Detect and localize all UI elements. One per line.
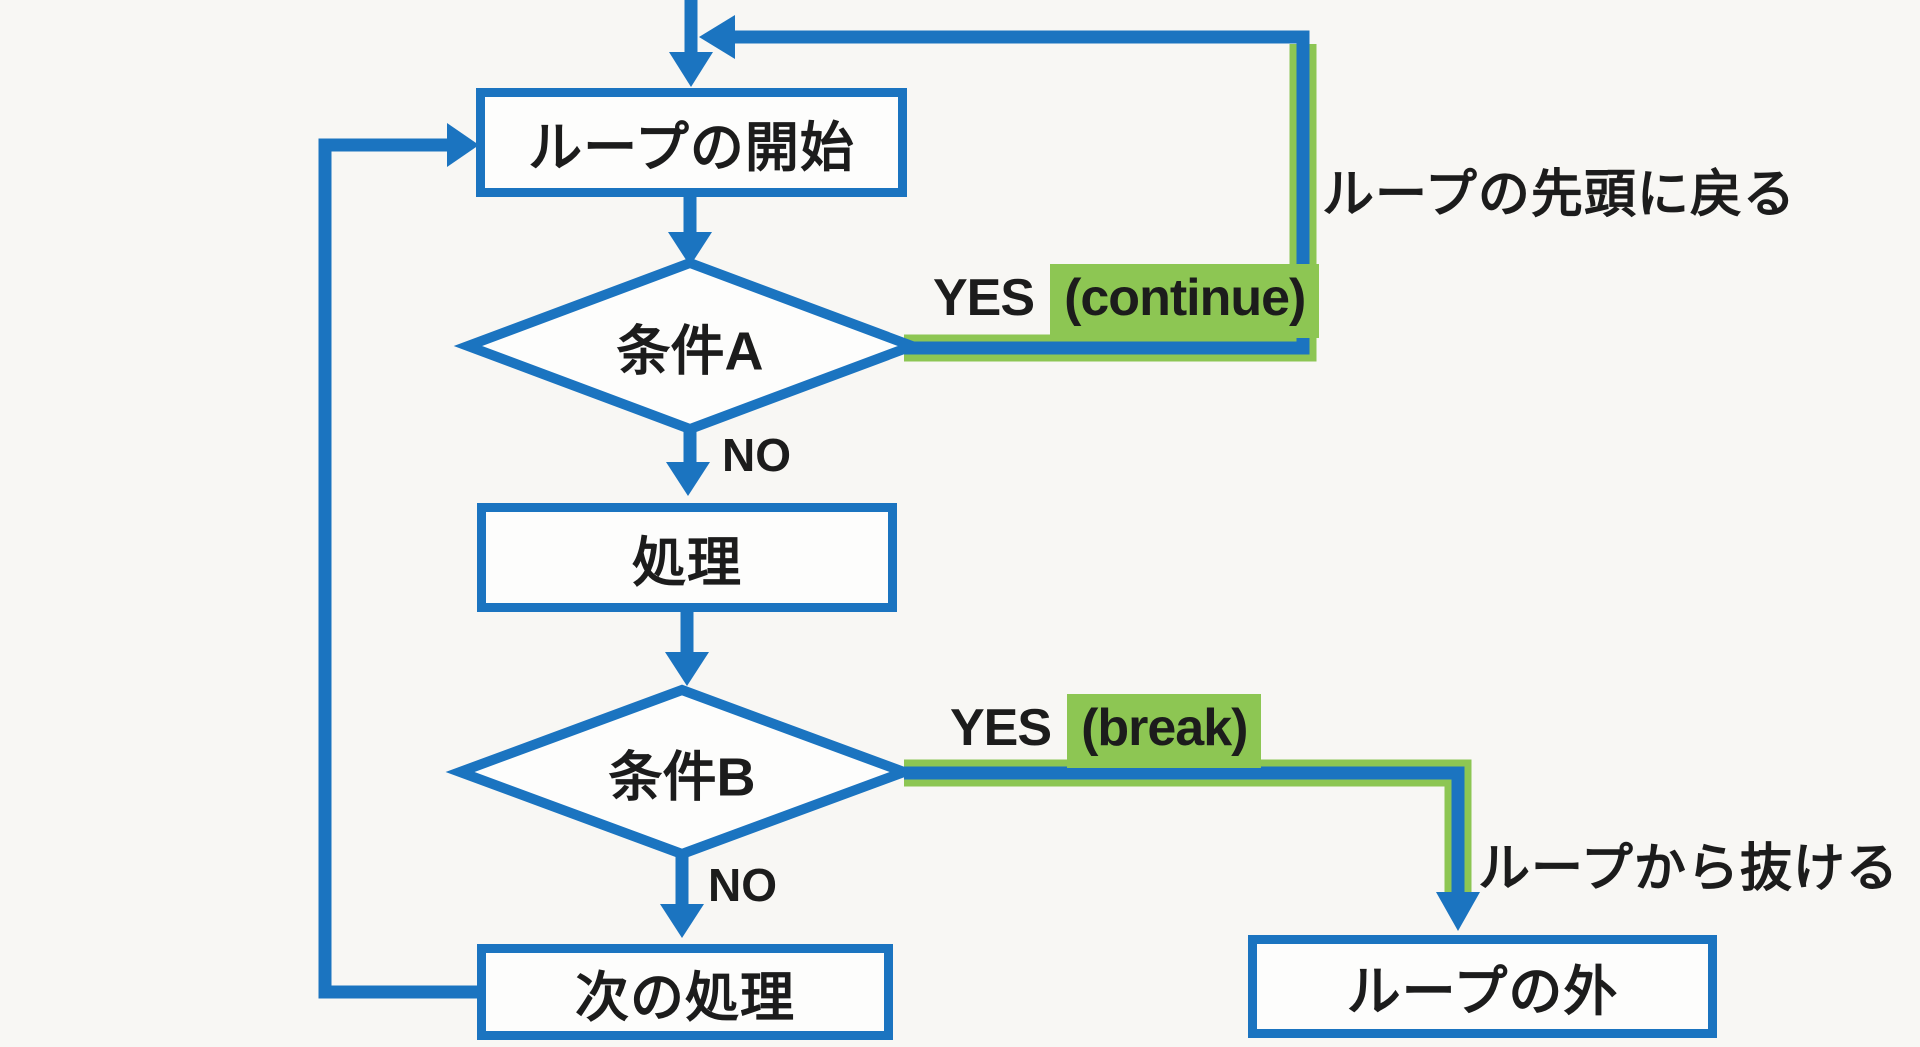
process-to-condition-b-arrowhead	[665, 652, 709, 686]
condition-b-to-next-arrowhead	[660, 904, 704, 938]
start-to-condition-a-arrowhead	[668, 232, 712, 266]
node-loop-start: ループの開始	[476, 88, 907, 197]
break-path-arrowhead	[1436, 892, 1480, 931]
node-next-process: 次の処理	[477, 944, 893, 1040]
node-process-label: 処理	[632, 533, 742, 593]
condition-a-diamond	[453, 257, 927, 435]
exit-loop-annotation: ループから抜ける	[1478, 840, 1899, 898]
loop-back-line	[318, 138, 477, 999]
condition-b-diamond	[445, 684, 919, 860]
node-process: 処理	[477, 503, 897, 612]
node-next-process-label: 次の処理	[575, 967, 795, 1028]
yes-break-yes-text: YES	[950, 699, 1052, 757]
continue-highlight-text: (continue)	[1050, 264, 1320, 338]
continue-merge-arrowhead	[699, 15, 735, 59]
break-path-highlight	[904, 759, 1472, 894]
entry-arrowhead	[669, 52, 713, 87]
node-loop-start-label: ループの開始	[528, 118, 855, 178]
break-highlight-text: (break)	[1067, 694, 1262, 768]
no-after-condition-b-label: NO	[708, 859, 777, 911]
node-loop-outside: ループの外	[1248, 935, 1717, 1038]
condition-a-label: 条件A	[616, 321, 764, 382]
condition-a-to-process-arrowhead	[666, 462, 710, 496]
continue-path-line	[733, 30, 1310, 355]
yes-continue-label: YES (continue)	[933, 264, 1320, 338]
yes-break-label: YES (break)	[950, 694, 1262, 768]
loop-back-arrowhead	[447, 123, 479, 167]
yes-continue-yes-text: YES	[933, 269, 1035, 327]
node-loop-outside-label: ループの外	[1346, 962, 1619, 1022]
no-after-condition-a-label: NO	[722, 429, 791, 481]
condition-b-label: 条件B	[608, 747, 756, 808]
return-to-loop-top-annotation: ループの先頭に戻る	[1322, 166, 1796, 224]
break-path-line	[904, 766, 1465, 896]
